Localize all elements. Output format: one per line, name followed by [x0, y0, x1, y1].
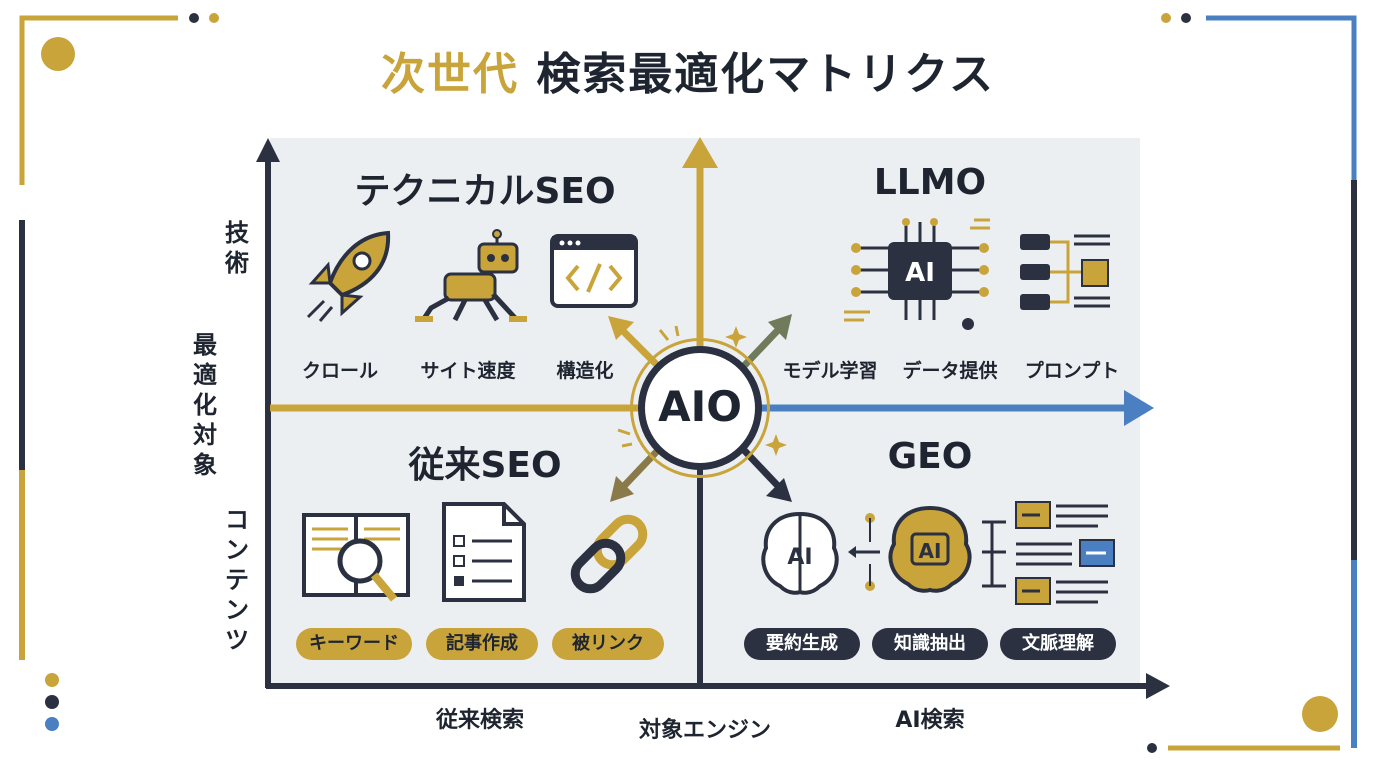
data-structure-icon — [1020, 234, 1110, 310]
tech-label-structured: 構造化 — [556, 360, 614, 382]
book-search-icon — [302, 513, 410, 602]
tech-label-crawl: クロール — [301, 360, 378, 382]
tech-label-site-speed: サイト速度 — [420, 360, 516, 382]
x-axis-label-middle: 対象エンジン — [638, 718, 771, 743]
svg-text:AI: AI — [919, 539, 942, 563]
llmo-label-prompt: プロンプト — [1024, 360, 1120, 382]
aio-ring — [630, 338, 770, 478]
pill-article-creation: 記事作成 — [426, 628, 538, 660]
summary-cards-icon — [1015, 501, 1115, 605]
quadrant-title-geo: GEO — [887, 436, 973, 477]
title-main: 検索最適化マトリクス — [536, 49, 995, 100]
pill-backlinks: 被リンク — [552, 628, 664, 660]
rocket-icon — [306, 230, 391, 322]
y-axis-label-top: 技術 — [225, 219, 249, 277]
x-axis-label-right: AI検索 — [895, 708, 965, 733]
llmo-label-model-training: モデル学習 — [782, 360, 878, 382]
quadrant-title-traditional-seo: 従来SEO — [408, 445, 562, 486]
document-checklist-icon — [442, 502, 526, 602]
ai-chip-icon: AI — [844, 218, 990, 330]
link-icon — [570, 514, 648, 594]
code-window-icon — [550, 234, 638, 308]
geo-flow-arrows — [848, 513, 1006, 591]
pill-knowledge-extraction: 知識抽出 — [872, 628, 988, 660]
y-axis-label-bottom: コンテンツ — [225, 506, 249, 654]
pill-context-understanding: 文脈理解 — [1000, 628, 1116, 660]
x-axis-label-left: 従来検索 — [435, 708, 524, 733]
pill-keyword: キーワード — [296, 628, 412, 660]
page-title: 次世代 検索最適化マトリクス — [0, 38, 1376, 102]
pill-summary-generation: 要約生成 — [744, 628, 860, 660]
aio-center: AIO — [638, 346, 762, 470]
quadrant-title-technical-seo: テクニカルSEO — [354, 171, 616, 212]
svg-text:AI: AI — [787, 545, 812, 570]
y-axis-label-middle: 最適化対象 — [193, 331, 217, 479]
ai-brain-gold-icon: AI — [888, 505, 972, 593]
robot-crawler-icon — [415, 229, 527, 322]
ai-brain-icon: AI — [761, 511, 839, 595]
title-accent: 次世代 — [380, 49, 519, 100]
llmo-label-data-provision: データ提供 — [902, 360, 998, 382]
svg-text:AI: AI — [905, 258, 935, 288]
quadrant-title-llmo: LLMO — [873, 162, 987, 203]
